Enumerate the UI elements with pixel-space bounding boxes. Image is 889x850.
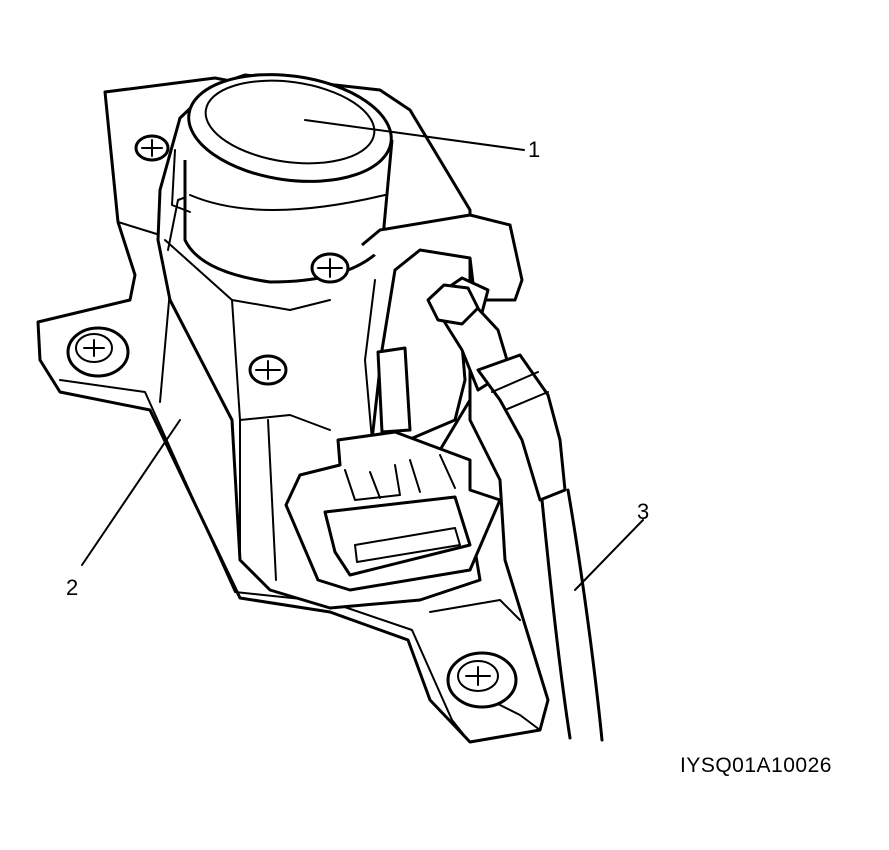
screw-icon [134,134,170,162]
sensor-cap [171,73,394,284]
callout-2-leader [81,419,181,566]
callout-label-3: 3 [637,499,650,524]
hex-nut-icon [426,283,480,326]
figure-code: IYSQ01A10026 [680,754,832,777]
screw-icon [446,651,518,709]
cable-clamp [361,213,524,442]
electrical-connector [284,430,502,592]
callout-1-leader [304,119,525,151]
callout-label-2: 2 [66,575,79,600]
screw-icon [310,252,350,284]
screw-icon [66,326,130,378]
screw-icon [248,354,288,386]
callout-3-leader [574,519,644,591]
callout-label-1: 1 [528,137,541,162]
